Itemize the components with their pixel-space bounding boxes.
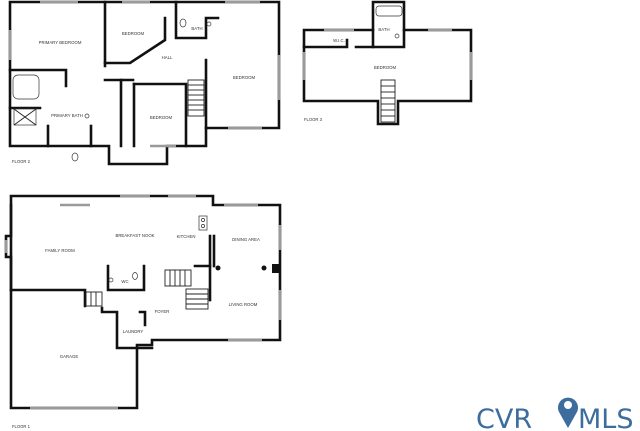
- floor-1-plan: FAMILY ROOM BREAKFAST NOOK KITCHEN DININ…: [4, 194, 282, 429]
- map-pin-icon: [558, 397, 578, 428]
- room-family-room: FAMILY ROOM: [45, 248, 75, 253]
- fireplace-icon: [272, 264, 280, 273]
- room-primary-bedroom: PRIMARY BEDROOM: [39, 40, 82, 45]
- room-bedroom-c: BEDROOM: [150, 115, 173, 120]
- room-bedroom-floor3: BEDROOM: [374, 65, 397, 70]
- logo-text-left: CVR: [476, 404, 532, 431]
- toilet-icon: [132, 272, 138, 280]
- floor-1-label: FLOOR 1: [12, 424, 31, 429]
- bathtub-icon: [375, 5, 403, 17]
- room-primary-bath: PRIMARY BATH: [51, 113, 83, 118]
- room-dining-area: DINING AREA: [232, 237, 260, 242]
- room-foyer: FOYER: [155, 309, 170, 314]
- floor-3-label: FLOOR 3: [304, 117, 323, 122]
- room-wc: WC: [121, 279, 128, 284]
- sink-icon: [394, 33, 400, 39]
- bathtub-icon: [12, 74, 40, 100]
- room-kitchen: KITCHEN: [177, 234, 196, 239]
- room-bath: BATH: [191, 26, 202, 31]
- room-hall: HALL: [162, 55, 173, 60]
- sink-icon: [206, 21, 212, 27]
- toilet-icon: [71, 152, 79, 162]
- room-bedroom-b: BEDROOM: [233, 75, 256, 80]
- room-laundry: LAUNDRY: [123, 329, 144, 334]
- stairs-floor1: [85, 269, 209, 310]
- floor-2-plan: PRIMARY BEDROOM BEDROOM BATH HALL BEDROO…: [8, 0, 281, 166]
- floor-3-plan: W.I.C. BATH BEDROOM FLOOR 3: [302, 0, 473, 126]
- stairs-floor3: [380, 79, 396, 123]
- floor-2-label: FLOOR 2: [12, 159, 31, 164]
- stove-icon: [198, 215, 208, 231]
- room-living-room: LIVING ROOM: [229, 302, 258, 307]
- sink-icon: [108, 277, 114, 283]
- column-icon: [215, 265, 221, 271]
- room-bedroom-a: BEDROOM: [122, 31, 145, 36]
- room-breakfast-nook: BREAKFAST NOOK: [115, 233, 154, 238]
- sink-icon: [84, 113, 90, 119]
- logo-text-right: MLS: [578, 404, 633, 431]
- cvrmls-logo: CVR MLS: [476, 397, 633, 431]
- room-garage: GARAGE: [60, 354, 79, 359]
- stairs-floor2: [187, 79, 205, 117]
- room-wic: W.I.C.: [333, 38, 345, 43]
- toilet-icon: [179, 18, 187, 28]
- room-bath-floor3: BATH: [378, 27, 389, 32]
- column-icon: [261, 265, 267, 271]
